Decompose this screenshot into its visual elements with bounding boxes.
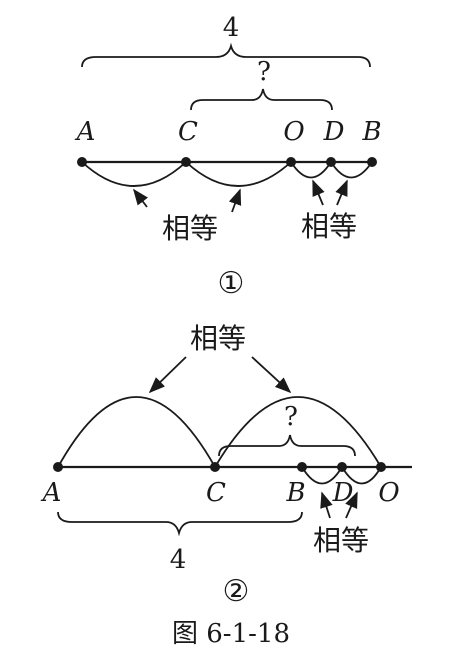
fig1-top-brace <box>81 42 371 68</box>
fig1-equal-label-right: 相等 <box>301 210 357 243</box>
fig2-equal-label-bottom: 相等 <box>313 524 369 557</box>
fig1-equal-label-left: 相等 <box>162 212 218 245</box>
fig1-question-brace <box>190 88 333 111</box>
figure-1: 4 ? A C O D B 相等 相等 ① <box>75 13 382 301</box>
fig2-arrow-top-right <box>251 356 292 394</box>
fig1-arrow-left-1 <box>133 188 149 208</box>
fig1-point-D-label: D <box>323 117 345 147</box>
fig2-arrow-top-left <box>148 356 187 394</box>
fig1-arc-AC <box>81 161 187 187</box>
fig2-index-label: ② <box>223 574 250 609</box>
fig1-point-C-label: C <box>178 117 198 147</box>
fig2-arrow-bottom-2 <box>345 491 358 519</box>
fig1-point-O-label: O <box>283 117 304 147</box>
fig2-arc-CO <box>214 396 382 468</box>
fig2-point-C-label: C <box>206 478 226 508</box>
fig2-arc-BD <box>301 466 343 485</box>
fig1-arc-DB <box>330 161 373 179</box>
fig2-arc-DO <box>341 466 382 485</box>
fig1-question-mark: ? <box>257 57 271 87</box>
fig2-bottom-brace <box>57 511 303 537</box>
fig2-point-A <box>53 462 63 472</box>
figure-2: 相等 ? A C B D O 相等 4 ② <box>41 322 412 609</box>
fig2-total-length: 4 <box>170 545 187 575</box>
fig1-arrow-right-2 <box>335 179 348 206</box>
fig1-point-B-label: B <box>361 117 381 147</box>
fig2-point-A-label: A <box>41 478 62 508</box>
fig1-arrow-right-1 <box>312 179 325 206</box>
fig1-arrow-left-2 <box>228 188 242 213</box>
fig2-point-B-label: B <box>285 478 305 508</box>
fig1-total-length: 4 <box>223 13 240 43</box>
fig2-arrow-bottom-1 <box>320 491 333 519</box>
fig2-question-mark: ? <box>284 402 298 432</box>
fig2-point-O-label: O <box>378 478 399 508</box>
fig2-point-C <box>210 462 220 472</box>
fig2-question-brace <box>218 434 356 457</box>
figure-caption: 图 6-1-18 <box>172 619 290 649</box>
fig1-arc-CO <box>185 161 292 187</box>
fig1-index-label: ① <box>218 266 245 301</box>
fig1-arc-OD <box>290 161 332 179</box>
fig2-arc-AC <box>57 396 216 468</box>
fig1-point-A-label: A <box>75 117 96 147</box>
fig2-equal-label-top: 相等 <box>190 322 246 355</box>
fig2-point-D-label: D <box>332 478 354 508</box>
